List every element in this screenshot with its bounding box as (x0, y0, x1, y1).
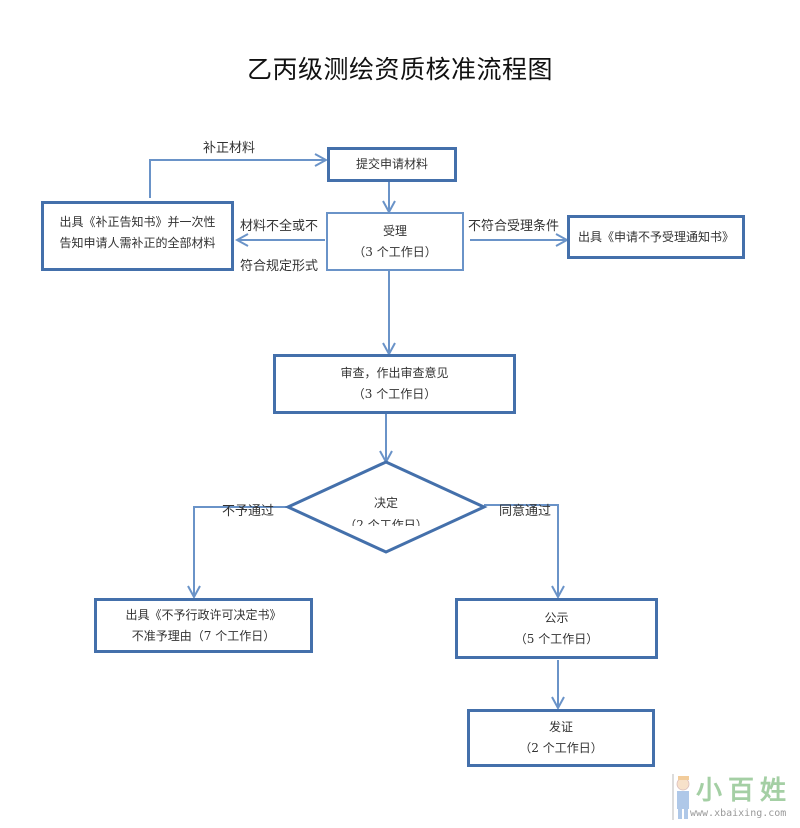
node-accept: 受理 （3 个工作日） (326, 212, 464, 271)
page-title: 乙丙级测绘资质核准流程图 (246, 55, 553, 84)
node-deny: 出具《不予行政许可决定书》 不准予理由（7 个工作日） (94, 598, 313, 653)
node-deny-line2: 不准予理由（7 个工作日） (131, 628, 276, 643)
node-certify-duration: （2 个工作日） (519, 741, 603, 755)
edge-label-deny: 不予通过 (222, 504, 275, 519)
watermark-url: www.xbaixing.com (690, 808, 787, 819)
farmer-mascot-icon (672, 774, 690, 820)
edge-label-supplement: 补正材料 (203, 141, 256, 156)
node-reject-notice-text: 出具《申请不予受理通知书》 (577, 229, 734, 244)
node-review-title: 审查，作出审查意见 (340, 366, 449, 380)
node-certify-title: 发证 (548, 720, 573, 734)
arrow-decision-deny (194, 506, 288, 597)
node-publicize-duration: （5 个工作日） (514, 631, 599, 646)
arrow-decision-publicize (484, 504, 558, 597)
node-decision-title: 决定 (373, 496, 398, 510)
decision-diamond (284, 460, 488, 554)
node-supplement-notice-line1: 出具《补正告知书》并一次性 (59, 215, 216, 229)
node-accept-duration: （3 个工作日） (353, 244, 437, 259)
edge-label-approve: 同意通过 (499, 504, 552, 519)
arrow-supplement (149, 160, 326, 198)
edge-label-incomplete-1: 材料不全或不 (240, 219, 319, 234)
watermark-brand: 小百姓 (696, 776, 793, 806)
edge-label-not-eligible: 不符合受理条件 (468, 219, 560, 234)
node-decision-duration: （2 个工作日） (344, 518, 428, 526)
node-publicize-title: 公示 (544, 610, 569, 625)
node-review: 审查，作出审查意见 （3 个工作日） (273, 354, 516, 414)
watermark: 小百姓 www.xbaixing.com (668, 770, 798, 825)
node-reject-notice: 出具《申请不予受理通知书》 (567, 215, 745, 259)
node-supplement-notice-line2: 告知申请人需补正的全部材料 (59, 236, 216, 250)
node-deny-line1: 出具《不予行政许可决定书》 (125, 607, 282, 622)
node-accept-title: 受理 (382, 223, 407, 238)
node-submit-text: 提交申请材料 (355, 157, 428, 171)
node-publicize: 公示 （5 个工作日） (455, 598, 658, 659)
node-certify: 发证 （2 个工作日） (467, 709, 655, 767)
node-review-duration: （3 个工作日） (352, 387, 437, 401)
edge-label-incomplete-2: 符合规定形式 (240, 259, 319, 274)
node-decision-text: 决定 （2 个工作日） (326, 492, 446, 526)
node-supplement-notice: 出具《补正告知书》并一次性 告知申请人需补正的全部材料 (41, 201, 234, 271)
node-submit: 提交申请材料 (327, 147, 457, 182)
